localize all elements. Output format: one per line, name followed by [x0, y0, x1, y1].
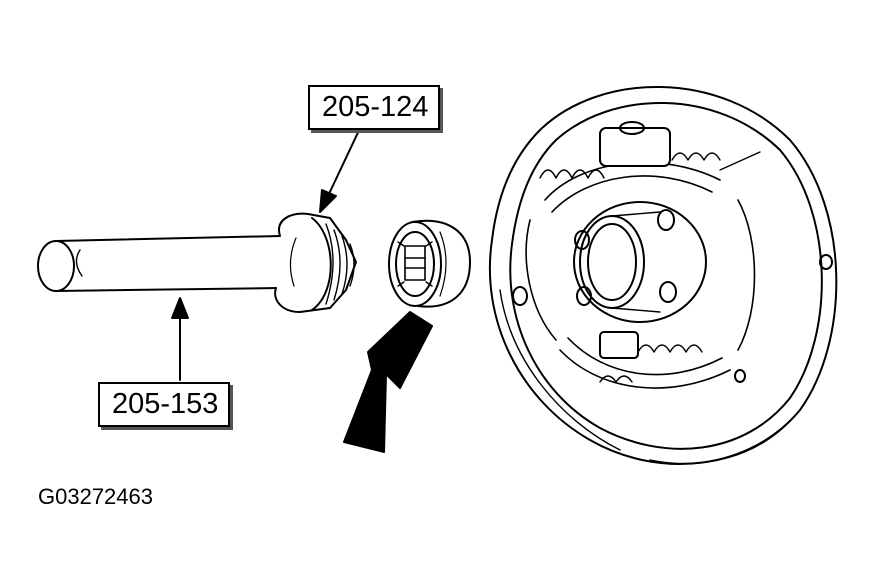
brake-backing-plate	[488, 86, 838, 465]
leader-arrows	[171, 123, 363, 381]
driver-handle	[37, 235, 281, 292]
figure-id: G03272463	[38, 484, 153, 509]
tool-label-205-124: 205-124	[308, 85, 441, 130]
installer-head	[274, 212, 357, 313]
tool-label-205-153: 205-153	[98, 382, 231, 427]
direction-arrow	[343, 311, 433, 453]
bearing	[388, 219, 471, 308]
